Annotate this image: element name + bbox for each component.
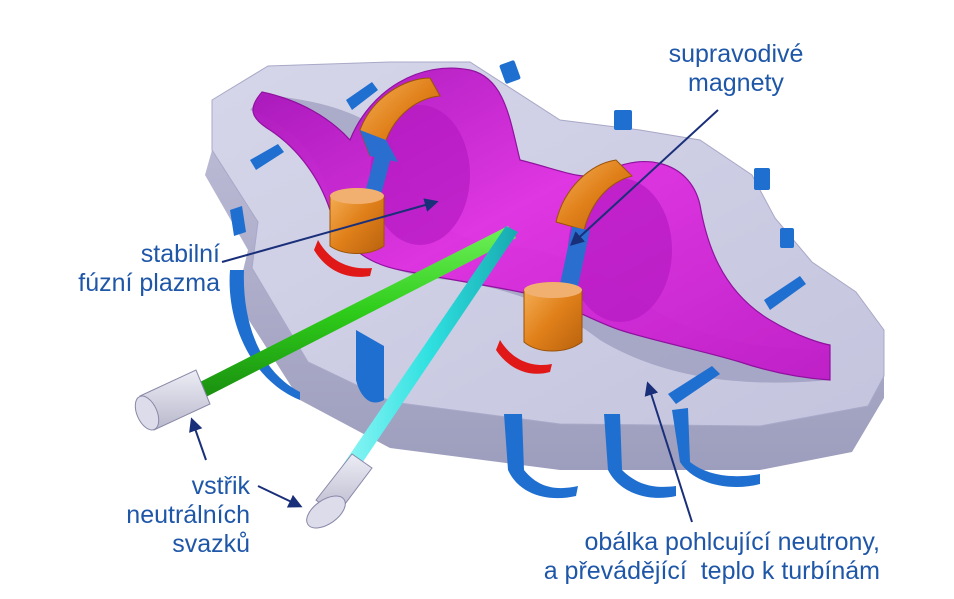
label-blanket-line2: a převádějící teplo k turbínám [543,557,880,585]
casing-ports [229,60,806,499]
label-injection: vstřik neutrálních svazků [90,472,250,559]
plasma-red-edge [496,340,552,374]
port [604,414,676,498]
magnet-cap [330,188,384,204]
neutral-beam-injectors [134,226,518,529]
port [764,276,806,310]
port [230,206,246,236]
port [754,168,770,190]
magnet-coil [359,77,441,157]
arrow-blanket [644,381,693,523]
label-magnets-line1: supravodivé [668,40,804,68]
port [504,414,578,499]
label-injection-line2: neutrálních [126,501,250,529]
port [229,270,300,400]
port [356,330,384,403]
superconducting-magnets [329,77,633,352]
magnet-coil [555,159,633,231]
port [614,110,632,130]
label-plasma-line1: stabilní [140,240,220,268]
casing-side [205,150,884,470]
beam-rod [196,226,516,398]
beam-tube-end [134,395,160,431]
port [346,82,378,110]
label-injection-line1: vstřik [191,472,250,500]
label-plasma: stabilní fúzní plazma [40,240,220,298]
label-magnets-line2: magnety [688,69,784,97]
magnet-support [363,148,393,202]
arrow-plasma [221,198,439,263]
arrow-magnets [569,109,719,246]
label-magnets: supravodivé magnety [636,40,836,98]
fusion-plasma [252,67,831,381]
label-blanket: obálka pohlcující neutrony, a převádějíc… [480,528,880,586]
plasma-red-edge [314,240,372,277]
plasma-inner-left [370,105,470,245]
port [780,228,794,248]
label-plasma-line2: fúzní plazma [78,269,220,297]
beam-tube-end [306,495,346,529]
arrow-injection-green [189,417,207,461]
arrow-injection-cyan [257,485,303,508]
magnet-cap [524,282,582,298]
port [499,60,521,84]
label-injection-line3: svazků [172,530,250,558]
cyan-beam [306,226,518,529]
annotation-arrows [189,109,719,523]
port [250,144,284,170]
beam-rod [342,226,518,472]
port [668,366,720,404]
plasma-inner-right [568,178,672,322]
label-blanket-line1: obálka pohlcující neutrony, [584,528,880,556]
port [672,408,760,488]
green-beam [134,226,516,431]
